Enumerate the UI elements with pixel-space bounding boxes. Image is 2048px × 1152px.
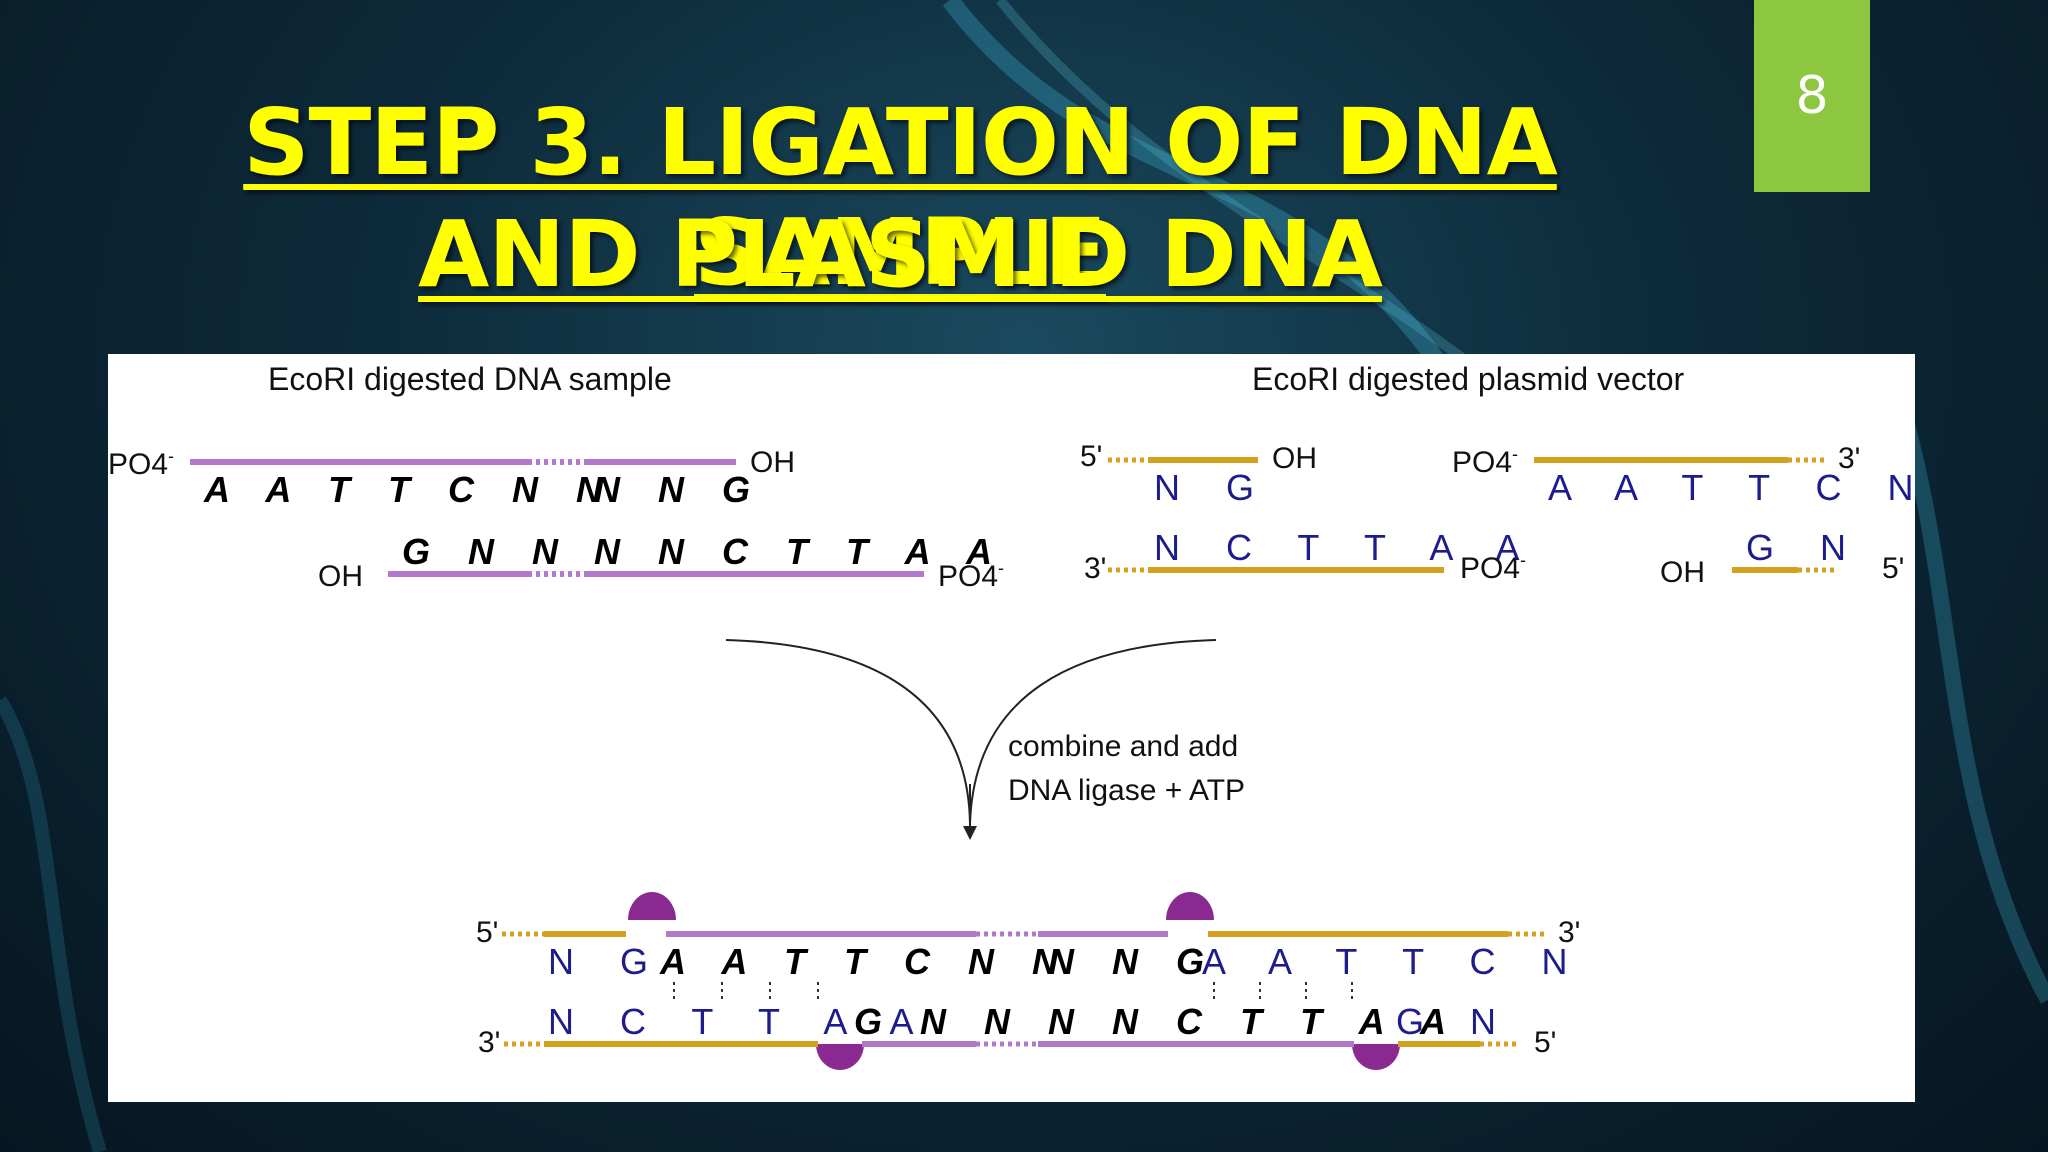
ligase-icon bbox=[816, 1044, 864, 1070]
result-top-d: A A T T C N bbox=[1202, 941, 1585, 982]
arrow-head-icon bbox=[963, 826, 977, 840]
five-prime-label: 5' bbox=[1882, 552, 1904, 585]
result-bot-c: N N C T T A A bbox=[1048, 1001, 1460, 1042]
slide-number: 8 bbox=[1754, 0, 1870, 192]
plasmid-tl-seq: N G bbox=[1154, 467, 1272, 508]
ligase-icon bbox=[1352, 1044, 1400, 1070]
result-bot-d: G N bbox=[1396, 1001, 1514, 1042]
three-prime-label: 3' bbox=[1084, 552, 1106, 585]
combine-arrow bbox=[725, 639, 1217, 840]
result-bot-b: G N N bbox=[854, 1001, 1024, 1042]
ligated-product: 5' 3' N G A A T T C N N N N G A A T T C … bbox=[476, 892, 1585, 1070]
result-top-c: N N G bbox=[1048, 941, 1218, 982]
slide-title-line2: AND PLASMID DNA bbox=[418, 201, 1383, 308]
five-prime-label: 5' bbox=[476, 916, 498, 949]
ligation-diagram: EcoRI digested DNA sample EcoRI digested… bbox=[108, 361, 1915, 1070]
po4-label: PO4- bbox=[938, 558, 1004, 593]
three-prime-label: 3' bbox=[478, 1026, 500, 1059]
base-pair-ticks bbox=[673, 982, 1353, 1002]
diagram-panel: EcoRI digested DNA sample EcoRI digested… bbox=[108, 354, 1915, 1102]
ligase-icon bbox=[1166, 892, 1214, 920]
po4-label: PO4- bbox=[108, 446, 174, 481]
oh-label: OH bbox=[750, 446, 795, 479]
po4-label: PO4- bbox=[1460, 550, 1526, 585]
five-prime-label: 5' bbox=[1534, 1026, 1556, 1059]
plasmid-br-seq: G N bbox=[1746, 527, 1864, 568]
three-prime-label: 3' bbox=[1558, 916, 1580, 949]
ligase-icon bbox=[628, 892, 676, 920]
sample-bot-seq2: N N C T T A A bbox=[594, 531, 1006, 572]
plasmid-vector-fragment: 5' OH N G PO4- 3' A A T T C N N C T T A … bbox=[1080, 440, 1915, 589]
dna-sample-fragment: PO4- OH A A T T C N N N N G G N N N N C … bbox=[108, 446, 1006, 593]
oh-label: OH bbox=[1272, 442, 1317, 475]
result-bot-a: N C T T A A bbox=[548, 1001, 931, 1042]
plasmid-header: EcoRI digested plasmid vector bbox=[1252, 361, 1685, 397]
po4-label: PO4- bbox=[1452, 444, 1518, 479]
sample-header: EcoRI digested DNA sample bbox=[268, 361, 672, 397]
sample-top-seq2: N N G bbox=[594, 469, 764, 510]
step-text-line2: DNA ligase + ATP bbox=[1008, 774, 1245, 807]
sample-top-seq1: A A T T C N N bbox=[203, 469, 616, 510]
slide-title-line1: STEP 3. LIGATION OF DNA SAMPLE bbox=[243, 89, 1558, 306]
oh-label: OH bbox=[318, 560, 363, 593]
oh-label: OH bbox=[1660, 556, 1705, 589]
plasmid-bl-seq: N C T T A A bbox=[1154, 527, 1537, 568]
plasmid-tr-seq: A A T T C N bbox=[1548, 467, 1915, 508]
sample-bot-seq1: G N N bbox=[402, 531, 572, 572]
result-top-b: A A T T C N N bbox=[659, 941, 1072, 982]
five-prime-label: 5' bbox=[1080, 440, 1102, 473]
three-prime-label: 3' bbox=[1838, 442, 1860, 475]
result-top-a: N G bbox=[548, 941, 666, 982]
step-text-line1: combine and add bbox=[1008, 730, 1238, 763]
